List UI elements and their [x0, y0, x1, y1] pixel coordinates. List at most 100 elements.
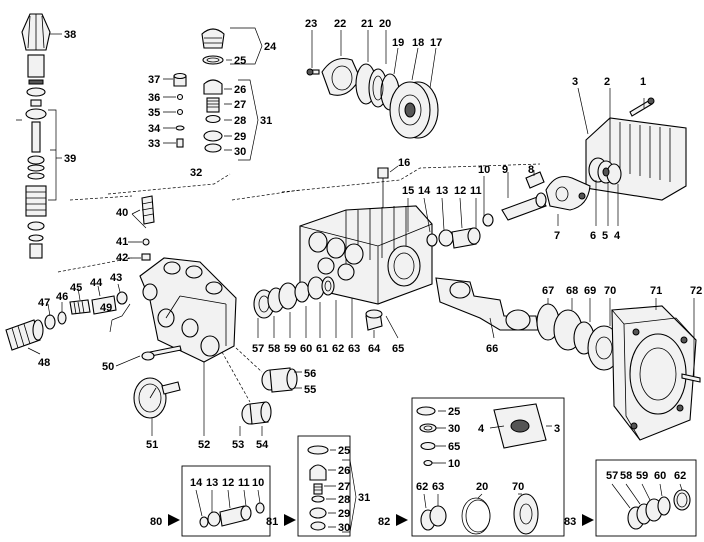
seal-row-57-63 — [253, 276, 335, 319]
bolt-72 — [681, 373, 701, 383]
callout-c10a: 10 — [478, 164, 490, 176]
screw-1 — [629, 97, 655, 117]
callout-c31a: 31 — [260, 115, 272, 127]
callout-c26a: 26 — [234, 84, 246, 96]
dipstick-16 — [377, 167, 389, 208]
callout-c7: 7 — [554, 230, 560, 242]
callout-b10: 10 — [252, 477, 264, 489]
kit-80-parts — [199, 502, 265, 528]
callout-c8: 8 — [528, 164, 534, 176]
callout-b80: 80 — [150, 516, 162, 528]
callout-m25: 25 — [338, 445, 350, 457]
callout-c48: 48 — [38, 357, 50, 369]
kit-83-parts — [627, 489, 691, 530]
callout-b12: 12 — [222, 477, 234, 489]
callout-k25: 25 — [448, 406, 460, 418]
callout-k3: 3 — [554, 423, 560, 435]
bearing-17 — [389, 81, 439, 139]
fitting-40 — [141, 195, 155, 225]
callout-c5: 5 — [602, 230, 608, 242]
callout-m81: 81 — [266, 516, 278, 528]
callout-c12a: 12 — [454, 185, 466, 197]
plug-53-54 — [241, 401, 272, 425]
cover-23-screw — [306, 68, 320, 76]
callout-c47: 47 — [38, 297, 50, 309]
callout-k65: 65 — [448, 441, 460, 453]
oil-seal-parts-4-6 — [588, 157, 622, 185]
kit-80-arrow — [168, 514, 180, 526]
unloader-cap-38 — [21, 13, 51, 51]
callout-c39: 39 — [64, 153, 76, 165]
callout-r57: 57 — [606, 470, 618, 482]
callout-c13a: 13 — [436, 185, 448, 197]
callout-c1: 1 — [640, 76, 646, 88]
callout-m29: 29 — [338, 508, 350, 520]
plug-64 — [365, 309, 383, 331]
callout-c6: 6 — [590, 230, 596, 242]
callout-c17: 17 — [430, 37, 442, 49]
unloader-stack-39 — [16, 54, 56, 259]
callout-c68: 68 — [566, 285, 578, 297]
callout-c64: 64 — [368, 343, 381, 355]
callout-c32: 32 — [190, 167, 202, 179]
callout-c53: 53 — [232, 439, 244, 451]
connecting-rod-7 — [545, 175, 591, 211]
pressure-parts-43-47 — [44, 291, 128, 330]
callout-c71: 71 — [650, 285, 662, 297]
callout-c67: 67 — [542, 285, 554, 297]
bearing-stack-67-70 — [536, 303, 621, 371]
callout-c66: 66 — [486, 343, 498, 355]
callout-c63a: 63 — [348, 343, 360, 355]
callout-c22: 22 — [334, 18, 346, 30]
callout-b13: 13 — [206, 477, 218, 489]
callout-c69: 69 — [584, 285, 596, 297]
callout-c51: 51 — [146, 439, 158, 451]
callout-c38: 38 — [64, 29, 76, 41]
piston-9 — [501, 192, 547, 221]
callout-c59a: 59 — [284, 343, 296, 355]
piston-seals-10-14 — [426, 213, 494, 249]
callout-c21: 21 — [361, 18, 373, 30]
callout-k10: 10 — [448, 458, 460, 470]
callout-c15: 15 — [402, 185, 414, 197]
valve-group-24 — [201, 28, 225, 65]
callout-c55: 55 — [304, 384, 316, 396]
rear-cover-22 — [321, 57, 361, 96]
callout-c43: 43 — [110, 272, 122, 284]
kit-box-80 — [181, 465, 271, 537]
kit-box-82 — [411, 397, 565, 537]
callout-c9: 9 — [502, 164, 508, 176]
callout-c50: 50 — [102, 361, 114, 373]
callout-b14: 14 — [190, 477, 203, 489]
kit-82-arrow — [396, 514, 408, 526]
callout-c24: 24 — [264, 41, 277, 53]
callout-c34: 34 — [148, 123, 161, 135]
callout-c16: 16 — [398, 157, 410, 169]
callout-c28a: 28 — [234, 115, 246, 127]
callout-c58a: 58 — [268, 343, 280, 355]
kit-83-arrow — [582, 514, 594, 526]
callout-c40: 40 — [116, 207, 128, 219]
callout-m27: 27 — [338, 481, 350, 493]
callout-c35: 35 — [148, 107, 160, 119]
callout-c37: 37 — [148, 74, 160, 86]
callout-r62: 62 — [674, 470, 686, 482]
callout-r60: 60 — [654, 470, 666, 482]
callout-r58: 58 — [620, 470, 632, 482]
callout-c19: 19 — [392, 37, 404, 49]
callout-c70a: 70 — [604, 285, 616, 297]
callout-m31: 31 — [358, 492, 370, 504]
small-valve-parts — [173, 72, 187, 148]
callout-c49: 49 — [100, 302, 112, 314]
callout-m28: 28 — [338, 494, 350, 506]
kit-box-83 — [595, 459, 697, 537]
callout-c29a: 29 — [234, 131, 246, 143]
callout-c41: 41 — [116, 236, 128, 248]
callout-c54: 54 — [256, 439, 269, 451]
callout-k4: 4 — [478, 423, 485, 435]
callout-c20a: 20 — [379, 18, 391, 30]
bolt-50 — [141, 345, 182, 361]
callout-c57a: 57 — [252, 343, 264, 355]
